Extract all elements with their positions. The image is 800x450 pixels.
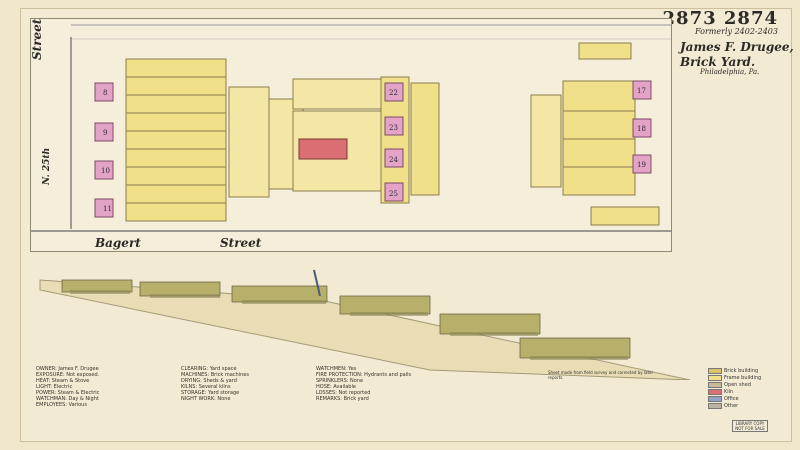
legend-row-3: Open shed (708, 382, 776, 388)
kilns (94, 80, 652, 218)
legend-label-4: Kiln (724, 389, 734, 395)
sheet-number: 2873 2874 (662, 8, 778, 29)
stamp-line-1: LIBRARY COPY (735, 421, 765, 426)
kiln-label-23: 23 (389, 124, 398, 132)
stamp: LIBRARY COPY NOT FOR SALE (732, 420, 768, 432)
legend-row-1: Brick building (708, 368, 776, 374)
legend-label-2: Frame building (724, 375, 762, 381)
legend-swatch-5 (708, 396, 722, 402)
kiln-label-11: 11 (103, 205, 112, 213)
kiln-label-8: 8 (103, 89, 107, 97)
kiln-label-10: 10 (101, 167, 110, 175)
kiln-label-24: 24 (389, 156, 398, 164)
legend-row-4: Kiln (708, 389, 776, 395)
notes-block: OWNER: James F. Drugee EXPOSURE: Not exp… (36, 366, 656, 428)
notes-col-1: OWNER: James F. Drugee EXPOSURE: Not exp… (36, 366, 100, 408)
legend-label-6: Other (724, 403, 739, 409)
title-line-2: Brick Yard. (680, 55, 756, 69)
plan-svg: 8 9 10 11 22 23 24 25 17 18 19 (31, 19, 671, 251)
legend-swatch-1 (708, 368, 722, 374)
plan-labels: 8 9 10 11 22 23 24 25 17 18 19 (101, 87, 646, 213)
kiln-sheds (125, 58, 227, 222)
legend-swatch-2 (708, 375, 722, 381)
legend: Brick building Frame building Open shed … (708, 368, 776, 410)
legend-swatch-6 (708, 403, 722, 409)
city-label: Philadelphia, Pa. (700, 68, 760, 76)
legend-row-5: Office (708, 396, 776, 402)
street-bottom: Bagert (95, 236, 141, 250)
legend-swatch-4 (708, 389, 722, 395)
legend-swatch-3 (708, 382, 722, 388)
notes-col-2: CLEARING: Yard space MACHINES: Brick mac… (181, 366, 249, 402)
stamp-line-2: NOT FOR SALE (735, 426, 765, 431)
legend-row-6: Other (708, 403, 776, 409)
plan-view: 8 9 10 11 22 23 24 25 17 18 19 (30, 18, 672, 252)
credit-text: Sheet made from field survey and correct… (548, 370, 654, 380)
legend-row-2: Frame building (708, 375, 776, 381)
perspective-view (39, 269, 691, 380)
kiln-label-25: 25 (389, 190, 398, 198)
kiln-label-22: 22 (389, 89, 398, 97)
street-left-2: N. 25th (42, 147, 52, 185)
formerly-text: Formerly 2402-2403 (695, 27, 778, 36)
kiln-label-19: 19 (637, 161, 646, 169)
map-title: James F. Drugee, Brick Yard. (680, 40, 794, 70)
notes-col-3: WATCHMEN: Yes FIRE PROTECTION: Hydrants … (316, 366, 412, 402)
legend-label-5: Office (724, 396, 739, 402)
kiln-label-9: 9 (103, 129, 107, 137)
legend-label-1: Brick building (724, 368, 759, 374)
kiln-label-18: 18 (637, 125, 646, 133)
street-left: Street (30, 18, 44, 60)
central-buildings (228, 78, 384, 198)
legend-label-3: Open shed (724, 382, 751, 388)
kiln-label-17: 17 (637, 87, 646, 95)
title-line-1: James F. Drugee, (680, 40, 794, 54)
street-bottom-2: Street (220, 236, 262, 250)
